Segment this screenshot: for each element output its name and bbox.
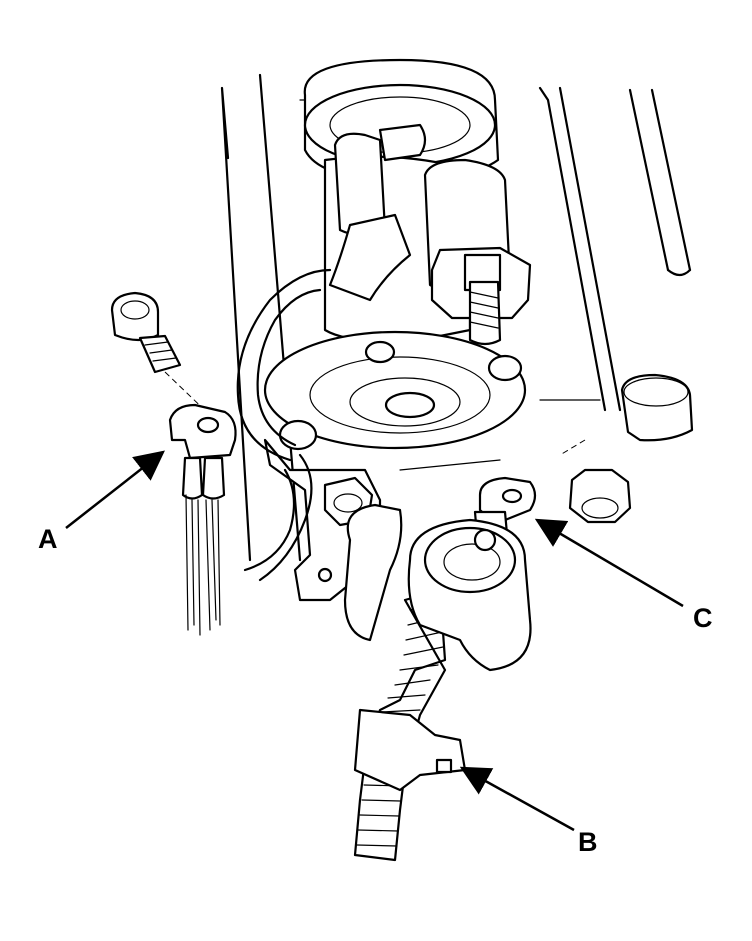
engine-frame <box>220 73 692 562</box>
battery-cable-terminal-c <box>343 476 537 672</box>
mounting-bolt <box>110 291 216 421</box>
callout-arrow-a <box>65 450 165 529</box>
starter-motor <box>263 58 532 602</box>
callout-label-c: C <box>693 603 713 633</box>
callout-arrow-b <box>459 766 575 832</box>
callout-arrow-c <box>534 518 684 608</box>
callout-leaders <box>65 450 684 832</box>
plug-cap <box>620 373 694 442</box>
callout-label-b: B <box>578 827 598 857</box>
ground-terminal-a <box>168 403 237 636</box>
flange-nut <box>559 439 632 524</box>
harness-loop <box>236 268 332 582</box>
callout-label-a: A <box>38 524 58 554</box>
